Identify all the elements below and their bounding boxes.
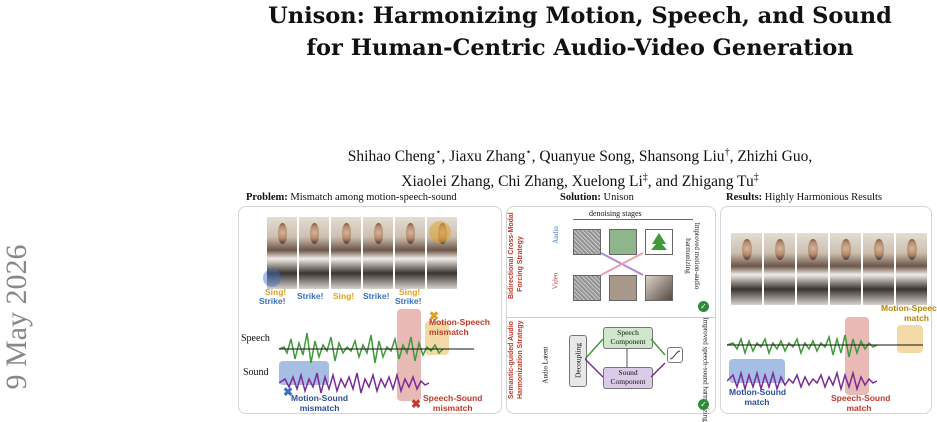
author: Shihao Cheng <box>347 148 436 166</box>
author: Quanyue Song <box>539 148 632 166</box>
video-frame <box>830 233 861 305</box>
paper-title: Unison: Harmonizing Motion, Speech, and … <box>230 0 930 64</box>
cross-icon: ✖ <box>429 309 440 323</box>
motion-sound-match-label: Motion-Sound match <box>729 387 787 407</box>
video-frame <box>267 217 297 289</box>
harmonize-curve-icon <box>667 347 683 363</box>
panel-divider <box>507 317 715 318</box>
video-partial-latent <box>609 275 637 301</box>
video-frame <box>896 233 927 305</box>
motion-sound-highlight <box>279 361 329 385</box>
author-mark: ‡ <box>753 172 759 184</box>
denoising-stages-label: denoising stages <box>589 209 642 218</box>
waveform-svg <box>727 334 923 392</box>
sound-waveform <box>279 372 430 394</box>
audio-noise-latent <box>573 229 601 255</box>
speech-track-label: Speech <box>241 333 270 344</box>
waveform-svg <box>279 332 474 394</box>
video-frame <box>863 233 894 305</box>
hand-highlight <box>263 269 281 287</box>
video-frame <box>363 217 393 289</box>
motion-speech-mismatch-label: Motion-Speech mismatch <box>429 317 490 337</box>
teaser-figure: Problem: Mismatch among motion-speech-so… <box>238 192 937 422</box>
results-panel: Motion-Speech match Motion-Sound match S… <box>720 206 937 414</box>
sing-label: Sing! <box>399 287 421 297</box>
solution-heading: Solution: Unison <box>560 192 634 203</box>
author-mark: ‡ <box>642 172 648 184</box>
cross-icon: ✖ <box>411 397 422 411</box>
video-frame <box>764 233 795 305</box>
denoising-arrow <box>573 219 693 220</box>
author: Xiaolei Zhang <box>401 173 491 191</box>
audio-partial-latent <box>609 229 637 255</box>
author-line-1: Shihao Cheng⋆, Jiaxu Zhang⋆, Quanyue Son… <box>347 147 813 166</box>
improved2-label: Improved speech-sound harmonizing <box>701 317 710 422</box>
author: Zhigang Tu <box>681 173 754 191</box>
speech-sound-mismatch-label: Speech-Sound mismatch <box>423 393 483 413</box>
video-clean-latent <box>645 275 673 301</box>
audio-latent-label: Audio Latent <box>541 346 550 384</box>
motion-speech-match-label: Motion-Speech match <box>881 303 937 323</box>
author-list: Shihao Cheng⋆, Jiaxu Zhang⋆, Quanyue Son… <box>230 142 930 192</box>
decoupling-arrows <box>585 338 666 378</box>
cross-modal-arrows <box>600 252 644 276</box>
strike-label: Strike! <box>363 291 390 301</box>
sound-waveform <box>727 370 878 392</box>
video-frame <box>731 233 762 305</box>
results-heading: Results: Highly Harmonious Results <box>726 192 883 203</box>
strike-label: Strike! <box>297 291 324 301</box>
audio-clean-latent <box>645 229 673 255</box>
arxiv-date-watermark: 9 May 2026 <box>0 244 33 390</box>
author-mark: † <box>724 147 730 158</box>
sing-label: Sing! <box>265 287 287 297</box>
video-frame <box>395 217 425 289</box>
author: Chi Zhang <box>498 173 564 191</box>
author: Xuelong Li <box>571 173 643 191</box>
author: Zhizhi Guo <box>737 148 809 166</box>
video-label: Video <box>551 272 560 290</box>
video-frame <box>299 217 329 289</box>
strike-label: Strike! <box>395 296 422 306</box>
video-frame <box>331 217 361 289</box>
motion-speech-highlight <box>897 325 923 353</box>
author-mark: ⋆ <box>525 147 532 158</box>
motion-sound-mismatch-label: Motion-Sound mismatch <box>291 393 349 413</box>
author-conjunction: and <box>655 173 678 191</box>
cross-icon: ✖ <box>283 385 294 399</box>
face-highlight <box>429 221 451 243</box>
strike-label: Strike! <box>259 296 286 306</box>
author: Shansong Liu <box>638 148 725 166</box>
author-line-2: Xiaolei Zhang, Chi Zhang, Xuelong Li‡, a… <box>401 172 759 191</box>
speech-waveform <box>727 334 878 358</box>
problem-panel: Sing! Strike! Strike! Sing! Strike! Sing… <box>238 206 502 414</box>
author: Jiaxu Zhang <box>449 148 526 166</box>
check-icon: ✓ <box>698 399 709 410</box>
speech-sound-match-label: Speech-Sound match <box>831 393 891 413</box>
video-noise-latent <box>573 275 601 301</box>
sound-track-label: Sound <box>243 367 269 378</box>
title-line-1: Unison: Harmonizing Motion, Speech, and … <box>268 3 892 29</box>
author-mark: ⋆ <box>435 147 442 158</box>
check-icon: ✓ <box>698 301 709 312</box>
video-frame <box>797 233 828 305</box>
audio-label: Audio <box>551 226 560 244</box>
title-line-2: for Human-Centric Audio-Video Generation <box>306 35 854 61</box>
speech-waveform <box>279 332 444 364</box>
problem-heading: Problem: Mismatch among motion-speech-so… <box>246 192 457 203</box>
sing-label: Sing! <box>333 291 355 301</box>
